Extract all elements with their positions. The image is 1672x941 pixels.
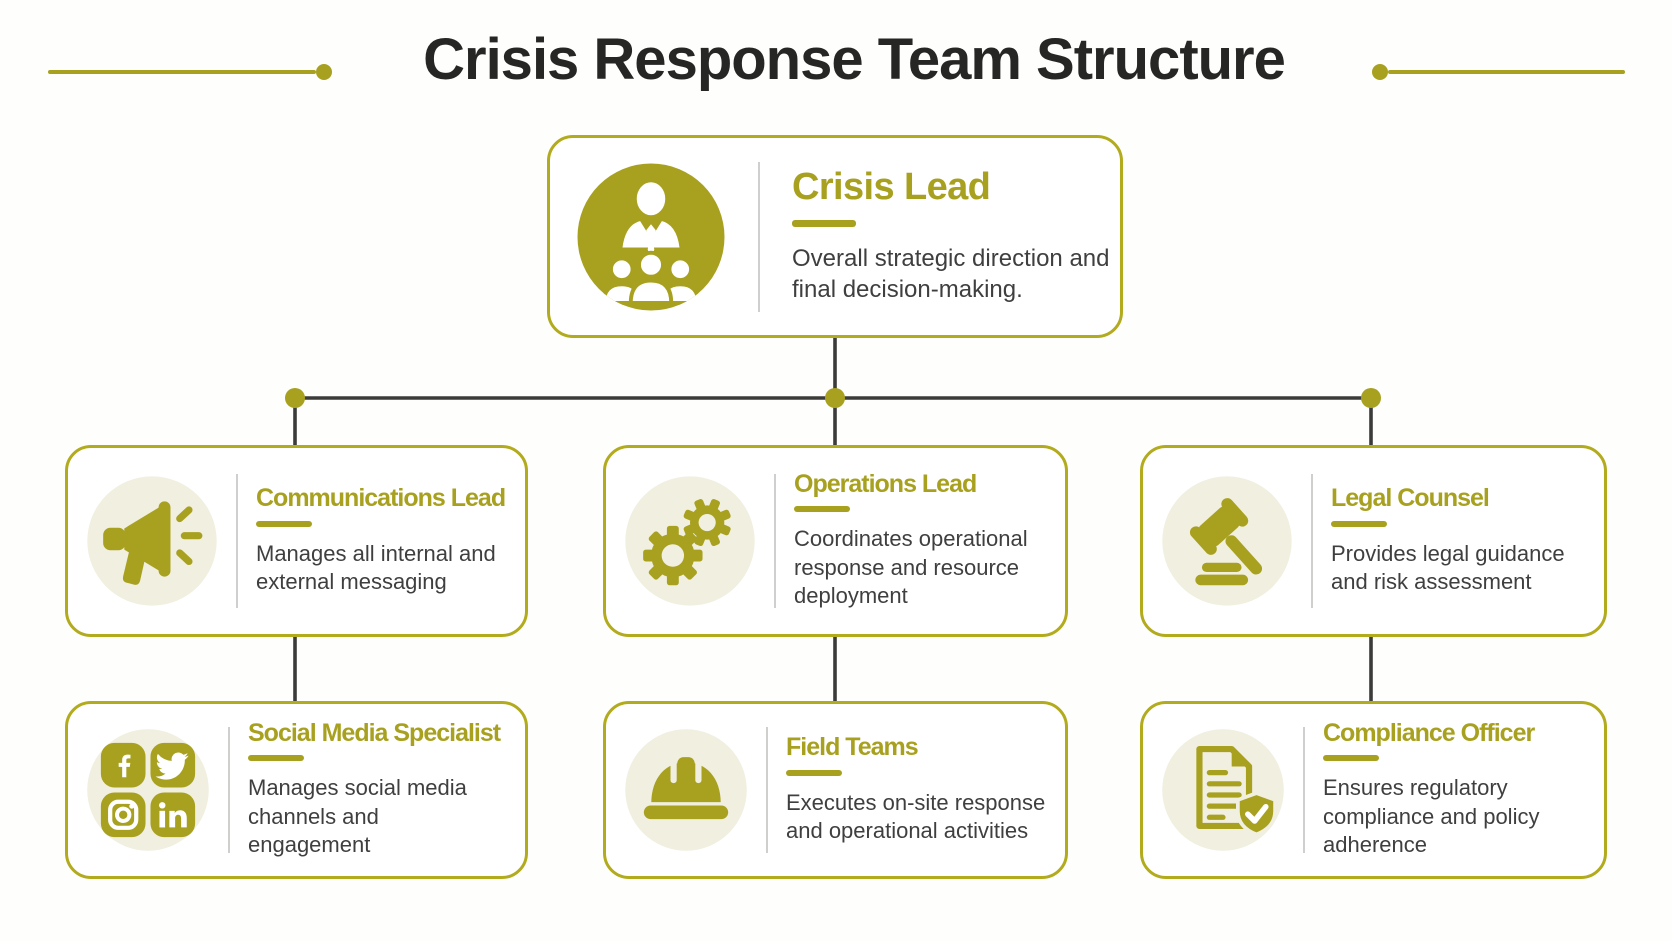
card-divider [236, 474, 238, 608]
card-divider [228, 727, 230, 853]
card-title: Field Teams [786, 733, 919, 762]
card-divider [758, 161, 760, 312]
card-divider [774, 474, 776, 608]
card-title: Compliance Officer [1323, 718, 1535, 747]
org-card-crisis-lead: Crisis Lead Overall strategic direction … [547, 135, 1123, 338]
card-title: Legal Counsel [1331, 484, 1490, 513]
card-description: Executes on-site response and operationa… [786, 789, 1046, 844]
gavel-icon [1161, 475, 1293, 607]
junction-dot-right [1361, 388, 1381, 408]
card-description: Provides legal guidance and risk assessm… [1331, 540, 1565, 595]
title-underline [248, 755, 304, 762]
leader-presentation-icon [576, 162, 726, 312]
page-title: Crisis Response Team Structure [423, 27, 1286, 92]
org-card-legal-counsel: Legal Counsel Provides legal guidance an… [1140, 445, 1607, 637]
card-divider [766, 727, 768, 853]
title-underline [1331, 520, 1387, 527]
org-card-communications-lead: Communications Lead Manages all internal… [65, 445, 528, 637]
card-title: Crisis Lead [792, 165, 991, 208]
title-underline [792, 219, 856, 227]
hard-hat-icon [624, 728, 748, 852]
card-title: Social Media Specialist [248, 718, 501, 747]
instagram-icon [100, 792, 146, 838]
card-divider [1311, 474, 1313, 608]
document-shield-check-icon [1161, 728, 1285, 852]
org-card-social-media-specialist: Social Media Specialist Manages social m… [65, 701, 528, 879]
social-networks-icon [86, 728, 210, 852]
org-card-field-teams: Field Teams Executes on-site response an… [603, 701, 1068, 879]
title-underline [1323, 755, 1379, 762]
junction-dot-center [825, 388, 845, 408]
card-description: Manages all internal and external messag… [256, 540, 496, 595]
card-description: Overall strategic direction and final de… [792, 244, 1110, 303]
title-underline [256, 520, 312, 527]
title-underline [786, 769, 842, 776]
megaphone-icon [86, 475, 218, 607]
org-card-compliance-officer: Compliance Officer Ensures regulatory co… [1140, 701, 1607, 879]
card-description: Coordinates operational response and res… [794, 526, 1028, 609]
card-title: Communications Lead [256, 484, 506, 513]
junction-dot-left [285, 388, 305, 408]
card-title: Operations Lead [794, 469, 977, 498]
card-description: Ensures regulatory compliance and policy… [1323, 775, 1540, 858]
title-underline [794, 506, 850, 513]
card-divider [1303, 727, 1305, 853]
org-card-operations-lead: Operations Lead Coordinates operational … [603, 445, 1068, 637]
card-description: Manages social media channels and engage… [248, 775, 467, 858]
gears-icon [624, 475, 756, 607]
